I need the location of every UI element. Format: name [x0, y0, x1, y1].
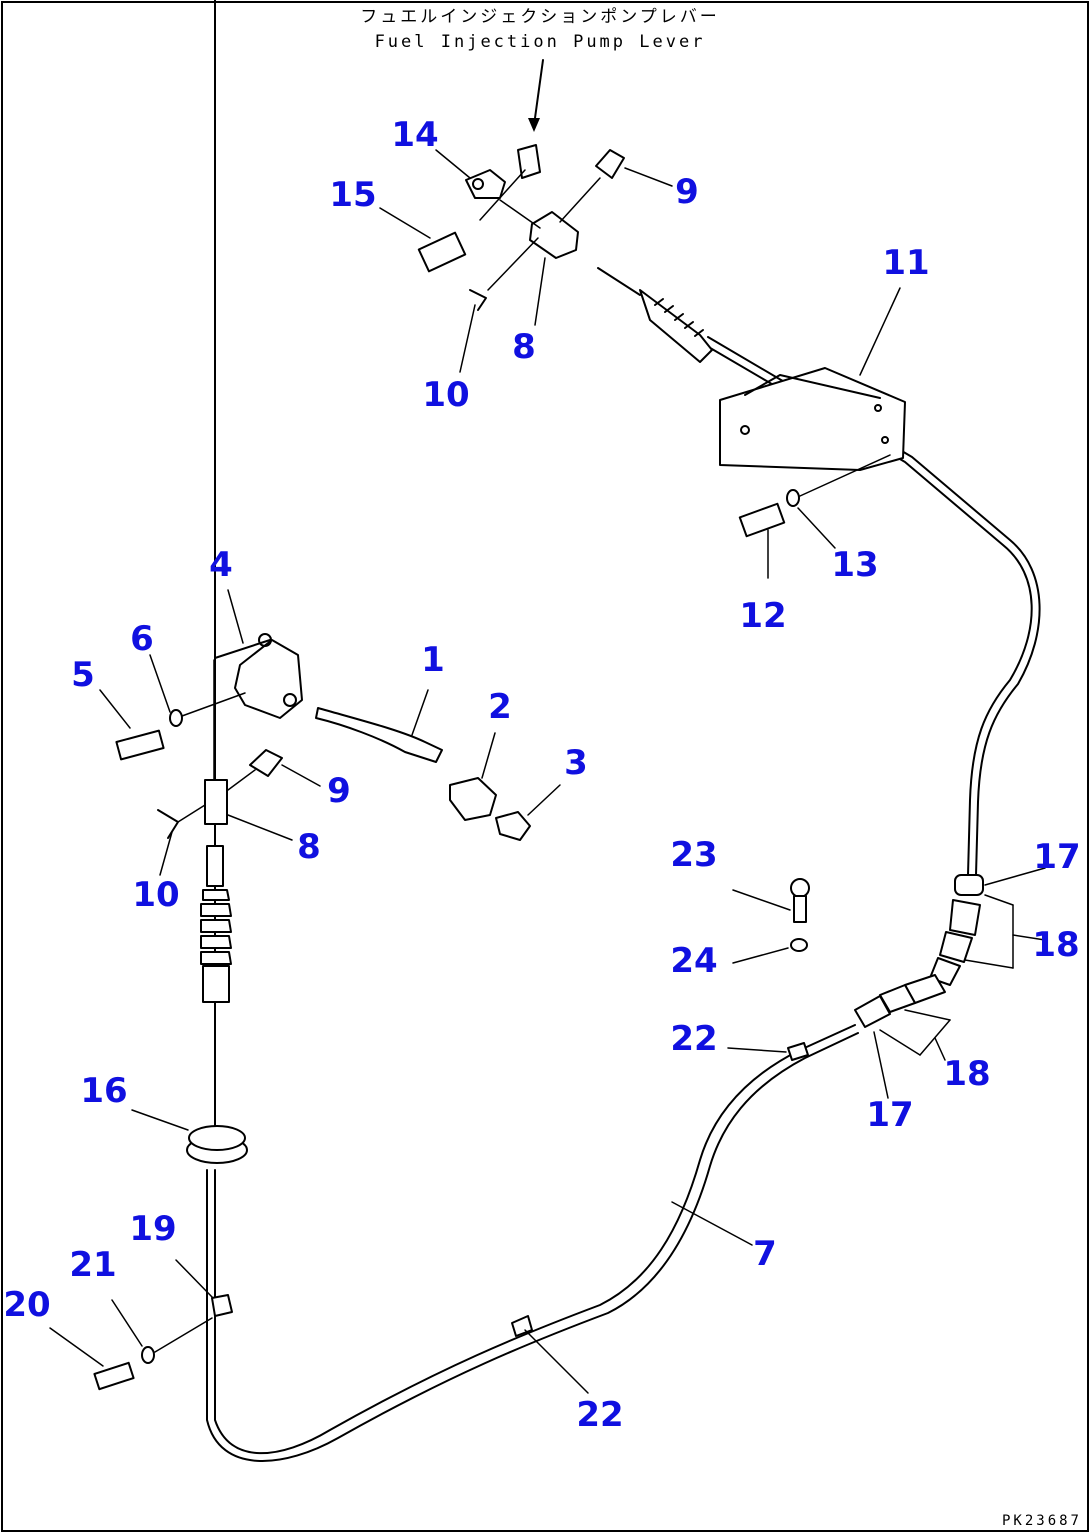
- callout-15: 15: [329, 175, 376, 215]
- callout-7: 7: [753, 1234, 777, 1274]
- callout-13: 13: [831, 545, 878, 585]
- callout-18-upper: 18: [1032, 925, 1079, 965]
- callout-2: 2: [488, 687, 512, 727]
- cable-fittings: [511, 874, 1014, 1337]
- callout-8-top: 8: [512, 327, 536, 367]
- callout-10-top: 10: [422, 375, 469, 415]
- lower-lever-assembly: [93, 633, 531, 1391]
- callout-20: 20: [3, 1285, 50, 1325]
- callout-4: 4: [209, 545, 233, 585]
- title-jp: フュエルインジェクションポンプレバー: [360, 7, 720, 27]
- title-en: Fuel Injection Pump Lever: [375, 32, 706, 52]
- callout-11: 11: [882, 243, 929, 283]
- callout-23: 23: [670, 835, 717, 875]
- control-cable: [206, 0, 1041, 1462]
- callout-14: 14: [391, 115, 438, 155]
- callout-8-lower: 8: [297, 827, 321, 867]
- callout-3: 3: [564, 743, 588, 783]
- callout-9-top: 9: [675, 172, 699, 212]
- callout-12: 12: [739, 596, 786, 636]
- callout-22-lower: 22: [576, 1395, 623, 1435]
- callout-9-lower: 9: [327, 771, 351, 811]
- callout-1: 1: [421, 640, 445, 680]
- callout-18-lower: 18: [943, 1054, 990, 1094]
- callout-17-lower: 17: [866, 1095, 913, 1135]
- callout-10-lower: 10: [132, 875, 179, 915]
- callout-22-upper: 22: [670, 1019, 717, 1059]
- top-lever-assembly: [417, 59, 906, 538]
- callout-16: 16: [80, 1071, 127, 1111]
- callout-6: 6: [130, 619, 154, 659]
- leader-lines: [49, 149, 1046, 1394]
- callout-5: 5: [71, 655, 95, 695]
- callout-17-upper: 17: [1033, 837, 1080, 877]
- callout-21: 21: [69, 1245, 116, 1285]
- callout-labels: 14 15 9 8 10 11 12 13 4 6 5 1 2 3 9 8 10…: [3, 115, 1080, 1435]
- callout-19: 19: [129, 1209, 176, 1249]
- drawing-code: PK23687: [1002, 1513, 1082, 1529]
- callout-24: 24: [670, 941, 717, 981]
